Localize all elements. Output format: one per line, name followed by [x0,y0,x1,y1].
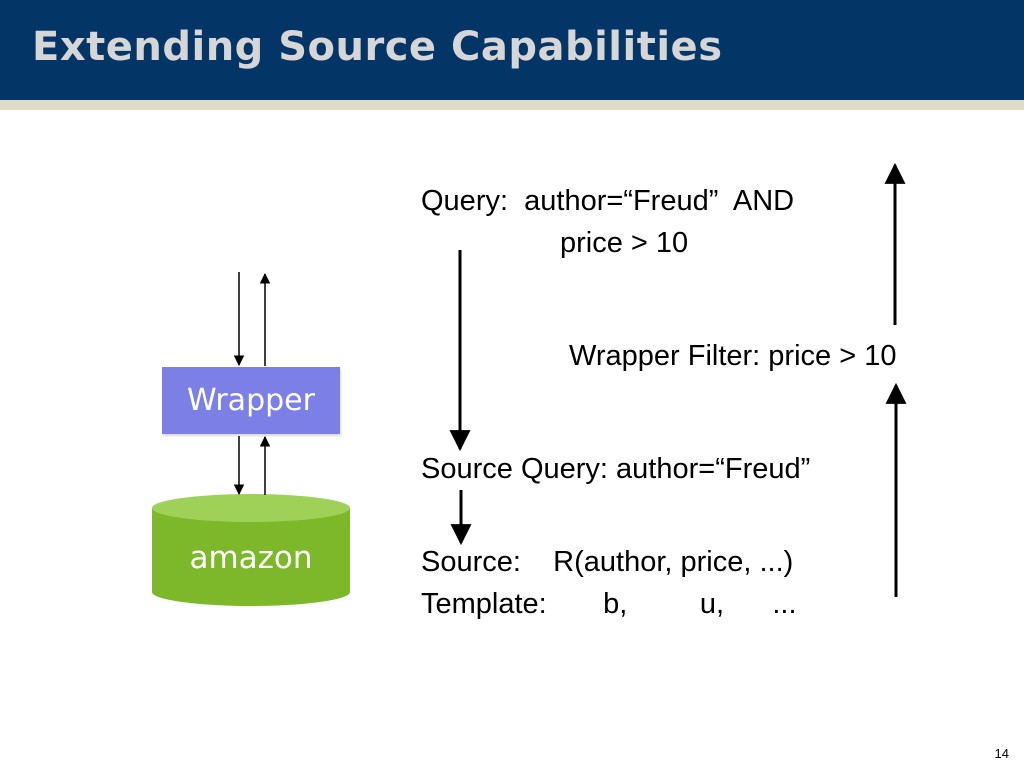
wrapper-box: Wrapper [162,367,340,434]
title-bar [0,0,1024,100]
source-line-2: Template: b, u, ... [421,588,797,620]
amazon-label: amazon [189,540,313,576]
source-line-1: Source: R(author, price, ...) [421,546,794,578]
wrapper-filter-text: Wrapper Filter: price > 10 [569,340,897,372]
amazon-database-icon [152,494,350,606]
wrapper-label: Wrapper [187,383,315,418]
query-line-2: price > 10 [560,227,689,259]
query-line-1: Query: author=“Freud” AND [421,185,795,217]
page-number: 14 [994,746,1009,761]
title-stripe [0,100,1024,110]
slide-title: Extending Source Capabilities [32,24,723,70]
source-query-text: Source Query: author=“Freud” [421,453,811,485]
